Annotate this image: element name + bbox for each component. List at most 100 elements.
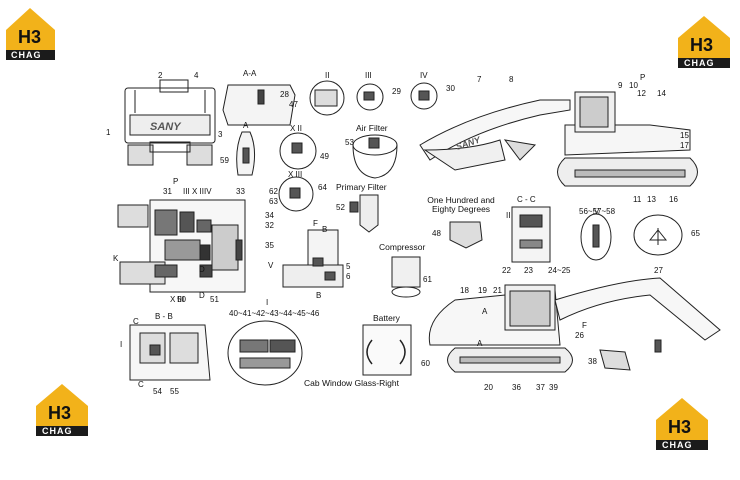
callout-50: 50 [177,295,186,304]
logo-text-tr: CHAG [684,58,715,68]
section-xiii: X III [288,170,303,179]
logo-top-left [6,8,55,60]
section-pi: P [640,73,646,82]
excavator-side-view-bottom [428,277,721,373]
callout-34: 34 [265,211,274,220]
callout-33: 33 [236,187,245,196]
detail-v-oval [580,213,612,261]
logo-text-br: CHAG [662,440,693,450]
callout-1: 1 [106,128,111,137]
section-xii: X II [290,124,303,133]
section-xii-2: X II [192,187,205,196]
callout-28: 28 [280,90,289,99]
caption-cab-window: Cab Window Glass-Right [304,378,399,388]
callout-29: 29 [392,87,401,96]
section-a-side-2: A [477,339,483,348]
caption-compressor: Compressor [379,242,426,252]
callout-55: 55 [170,387,179,396]
callout-65: 65 [691,229,700,238]
logo-bottom-left [36,384,88,436]
callout-52: 52 [336,203,345,212]
callout-10: 10 [629,81,638,90]
callout-30: 30 [446,84,455,93]
caption-air-filter: Air Filter [356,123,388,133]
detail-iii-circle [356,83,384,111]
callout-19: 19 [478,286,487,295]
callout-3: 3 [218,130,223,139]
callout-8: 8 [509,75,514,84]
callout-15: 15 [680,131,689,140]
section-b-bottom: B [316,291,322,300]
callout-62: 62 [269,187,278,196]
callout-16: 16 [669,195,678,204]
logo-mark-br: H3 [668,417,692,437]
fuel-tank-view [282,229,344,288]
callout-32: 32 [265,221,274,230]
callout-7: 7 [477,75,482,84]
callout-27: 27 [654,266,663,275]
callout-39: 39 [549,383,558,392]
callout-23: 23 [524,266,533,275]
section-d2: D [199,291,205,300]
callout-37: 37 [536,383,545,392]
callout-61: 61 [423,275,432,284]
rotation-label-part [449,221,483,249]
callout-4: 4 [194,71,199,80]
section-a: A [243,121,249,130]
callout-35: 35 [265,241,274,250]
section-v1: V [268,261,274,270]
section-ii: II [325,71,330,80]
battery-drawing [362,324,412,376]
section-p: P [173,177,179,186]
callout-14: 14 [657,89,666,98]
detail-ii-circle [309,80,345,116]
svg-text:SANY: SANY [150,121,182,133]
callout-20: 20 [484,383,493,392]
section-iv-2: IV [204,187,212,196]
callout-2: 2 [158,71,163,80]
callout-49: 49 [320,152,329,161]
callout-64: 64 [318,183,327,192]
caption-battery: Battery [373,313,400,323]
callout-21: 21 [493,286,502,295]
cab-bb-view [129,324,211,381]
callout-38: 38 [588,357,597,366]
upper-structure-top-view [117,199,246,293]
section-iii-2: III [183,187,190,196]
section-aa: A-A [243,69,257,78]
callout-51: 51 [210,295,219,304]
caption-one-hundred-eighty: One Hundred and Eighty Degrees [427,195,495,214]
section-a-side-1: A [482,307,488,316]
detail-i-circle [227,320,303,386]
rear-view-excavator [124,79,216,166]
detail-65-oval [633,214,683,256]
section-bb: B - B [155,312,173,321]
section-iii: III [365,71,372,80]
callout-31: 31 [163,187,172,196]
callout-54: 54 [153,387,162,396]
callout-12: 12 [637,89,646,98]
callout-63: 63 [269,197,278,206]
callout-6: 6 [346,272,351,281]
detail-xiii-circle [278,176,314,212]
logo-mark-tl: H3 [18,27,42,47]
section-cc: C - C [517,195,536,204]
air-filter-drawing [352,144,398,179]
callout-36: 36 [512,383,521,392]
callout-53: 53 [345,138,354,147]
detail-xii-circle [279,132,317,170]
section-v2: V [594,207,600,216]
section-b-top: B [322,225,328,234]
callout-17: 17 [680,141,689,150]
section-ii-2: II [506,211,511,220]
callout-11: 11 [633,195,642,204]
section-i-cab: I [120,340,123,349]
callout-40-46: 40~41~42~43~44~45~46 [229,309,320,318]
logo-bottom-right [656,398,708,450]
section-f: F [313,219,318,228]
excavator-side-view-top [419,91,698,187]
detail-iv-circle [410,82,438,110]
section-i-detail: I [266,298,269,307]
